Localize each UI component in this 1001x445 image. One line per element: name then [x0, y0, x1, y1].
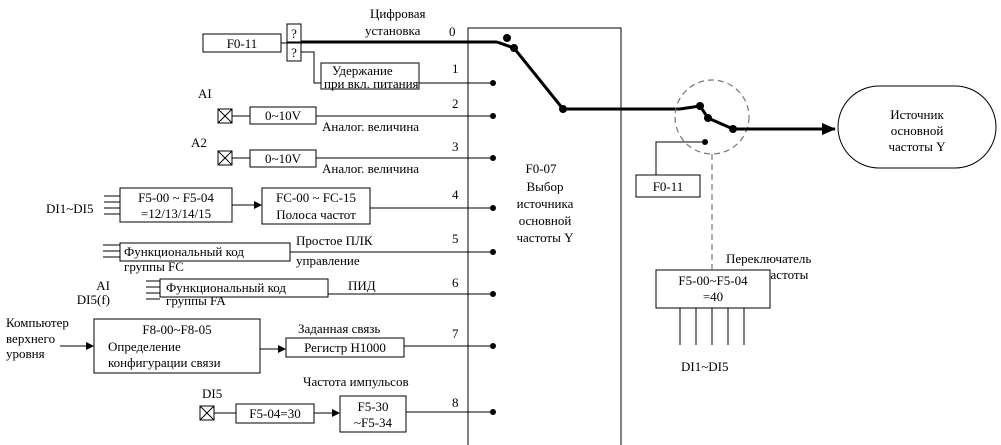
selector-block	[467, 27, 622, 445]
question-box-top	[286, 23, 302, 43]
option-4-index: 4	[452, 187, 459, 202]
selector-line1: Выбор	[526, 179, 563, 194]
comm-line2: Определение	[108, 339, 181, 354]
output-line1: Источник	[890, 107, 944, 122]
option-7-index: 7	[452, 326, 459, 341]
f5-multispeed-box	[119, 187, 233, 223]
pc-line2: верхнего	[6, 331, 55, 346]
selector-line4: частоты Y	[517, 230, 575, 245]
register-box	[285, 337, 405, 358]
switch-dashed-circle	[674, 79, 750, 155]
question-top: ?	[291, 26, 297, 41]
option-1-label-line2: при вкл. питания	[324, 76, 419, 91]
switch-f0-11-box	[635, 174, 701, 198]
switch-config-line2: =40	[703, 289, 723, 304]
fa-di-label: DI5(f)	[77, 292, 110, 307]
comm-line3: конфигурации связи	[108, 355, 221, 370]
option-3-index: 3	[452, 139, 459, 154]
switch-di-label: DI1~DI5	[681, 359, 728, 374]
pc-line1: Компьютер	[6, 315, 69, 330]
option-0-label-line2: установка	[365, 23, 421, 38]
output-line3: частоты Y	[889, 139, 947, 154]
pc-line3: уровня	[6, 346, 45, 361]
comm-line1: F8-00~F8-05	[142, 322, 211, 337]
option-1-index: 1	[452, 61, 459, 76]
di-range-label: DI1~DI5	[46, 201, 93, 216]
option-8-index: 8	[452, 395, 459, 410]
fa-group-line1: Функциональный код	[166, 280, 286, 295]
question-bottom: ?	[291, 45, 297, 60]
option-7-box: Регистр H1000	[304, 340, 386, 355]
di5-label: DI5	[202, 386, 222, 401]
switch-config-line1: F5-00~F5-04	[678, 273, 748, 288]
pulse-box	[339, 395, 407, 433]
f5-04-label: F5-04=30	[249, 406, 300, 421]
option-1-label-line1: Удержание	[332, 63, 393, 78]
fa-group-box	[159, 278, 329, 298]
fa-ai-label: AI	[96, 278, 110, 293]
fa-group-line2: группы FA	[166, 293, 226, 308]
comm-box	[93, 318, 261, 374]
output-source-shape	[837, 85, 997, 169]
switch-f0-11: F0-11	[653, 179, 684, 194]
option-5-index: 5	[452, 231, 459, 246]
option-4-label-line1: FC-00 ~ FC-15	[276, 190, 356, 205]
freq-switch-line	[679, 104, 734, 131]
option-2-label: Аналог. величина	[322, 119, 419, 134]
option-2-index: 2	[452, 96, 459, 111]
option-8-box-line2: ~F5-34	[354, 415, 393, 430]
a2-label: A2	[191, 135, 207, 150]
retention-box	[320, 62, 420, 90]
selector-code: F0-07	[525, 161, 557, 176]
option-5-label-line1: Простое ПЛК	[296, 233, 373, 248]
option-6-label: ПИД	[348, 278, 376, 293]
selector-switch-line	[496, 40, 680, 111]
fc-group-line1: Функциональный код	[124, 244, 244, 259]
option-6-index: 6	[452, 275, 459, 290]
f5-multispeed-line2: =12/13/14/15	[141, 206, 211, 221]
a2-range: 0~10V	[265, 151, 302, 166]
switch-label-line1: Переключатель	[726, 251, 811, 266]
option-5-label-line2: управление	[296, 253, 360, 268]
option-7-label: Заданная связь	[298, 321, 380, 336]
option-0-index: 0	[449, 24, 456, 39]
f0-11-label: F0-11	[227, 36, 258, 51]
switch-label-line2: частоты	[764, 267, 809, 282]
ai-range: 0~10V	[265, 108, 302, 123]
output-line2: основной	[891, 123, 944, 138]
fc-band-box	[261, 187, 371, 225]
option-8-label: Частота импульсов	[303, 374, 409, 389]
selector-line2: источника	[517, 196, 574, 211]
option-3-label: Аналог. величина	[322, 161, 419, 176]
f5-multispeed-line1: F5-00 ~ F5-04	[138, 190, 214, 205]
selector-line3: основной	[519, 213, 572, 228]
switch-config-box	[655, 269, 771, 309]
option-8-box-line1: F5-30	[357, 399, 388, 414]
option-0-label-line1: Цифровая	[370, 6, 426, 21]
ai-label: AI	[198, 86, 212, 101]
fc-group-line2: группы FC	[124, 259, 184, 274]
option-4-label-line2: Полоса частот	[276, 207, 356, 222]
